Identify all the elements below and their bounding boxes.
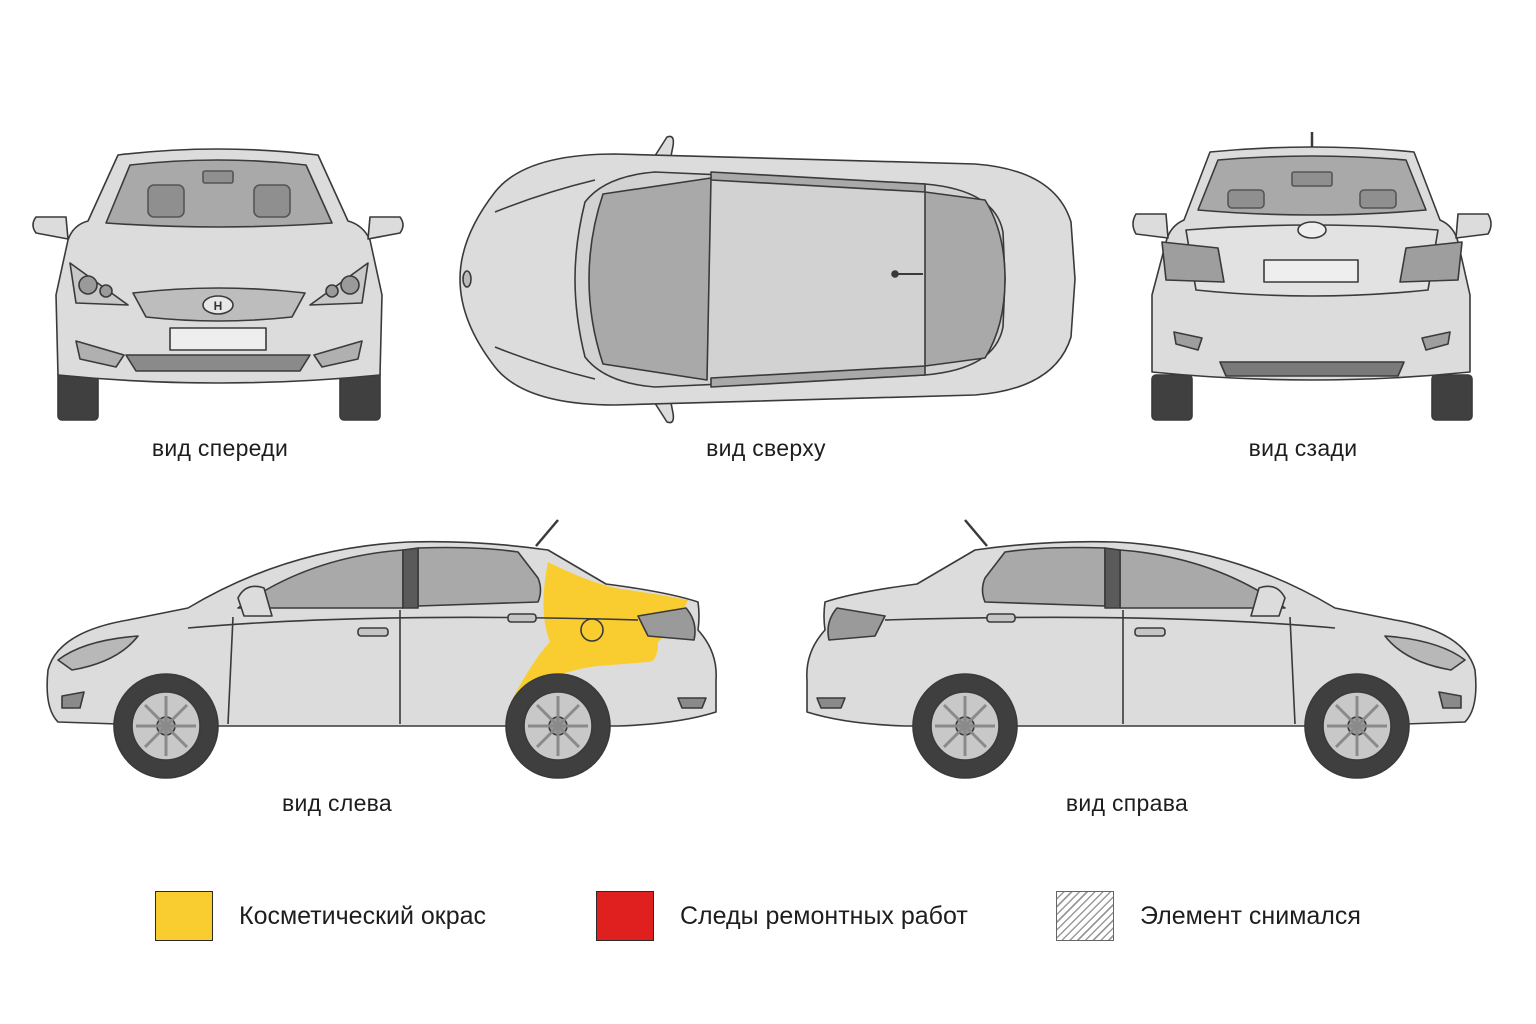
right-view bbox=[795, 512, 1485, 782]
right-view-caption: вид справа bbox=[1065, 790, 1189, 816]
hatched-swatch-icon bbox=[1056, 891, 1114, 941]
red-swatch-icon bbox=[596, 891, 654, 941]
legend: Косметический окрас Следы ремонтных рабо… bbox=[155, 888, 1385, 944]
left-view-drawing bbox=[46, 519, 717, 779]
right-view-drawing bbox=[806, 519, 1477, 779]
front-view-drawing: H bbox=[32, 148, 404, 421]
rear-view-drawing bbox=[1132, 132, 1492, 421]
svg-text:H: H bbox=[214, 299, 223, 313]
cosmetic-paint-area bbox=[513, 562, 688, 698]
legend-label-repair-traces: Следы ремонтных работ bbox=[680, 901, 968, 930]
legend-item-repair-traces: Следы ремонтных работ bbox=[596, 891, 1056, 941]
legend-item-removed-element: Элемент снимался bbox=[1056, 891, 1361, 941]
legend-label-removed-element: Элемент снимался bbox=[1140, 901, 1361, 930]
rear-view-caption: вид сзади bbox=[1248, 435, 1358, 461]
legend-label-cosmetic-paint: Косметический окрас bbox=[239, 901, 487, 930]
left-view bbox=[38, 512, 728, 782]
rear-view bbox=[1128, 130, 1496, 425]
yellow-swatch-icon bbox=[155, 891, 213, 941]
top-view bbox=[455, 132, 1085, 427]
legend-item-cosmetic-paint: Косметический окрас bbox=[155, 891, 596, 941]
front-view-caption: вид спереди bbox=[151, 435, 289, 461]
top-view-drawing bbox=[459, 135, 1076, 424]
left-view-caption: вид слева bbox=[281, 790, 393, 816]
front-view: H bbox=[28, 145, 408, 425]
top-view-caption: вид сверху bbox=[706, 435, 826, 461]
